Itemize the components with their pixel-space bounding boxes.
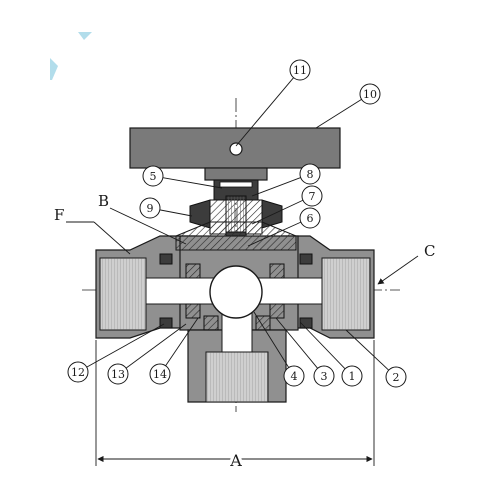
callout-label-3: 3 [321,370,328,383]
callout-leader-7 [251,199,304,225]
callout-circle-12 [67,361,89,383]
callout-circle-9 [139,197,161,219]
callout-leader-8 [251,177,301,197]
callout-circle-2 [385,366,407,388]
callout-label-9: 9 [147,202,154,215]
dimension-a [95,340,375,466]
watermark [50,32,92,80]
bottom-port [205,351,269,403]
handle-pin [229,142,243,156]
callout-circle-4 [283,365,305,387]
callout-leader-3 [275,317,318,369]
callout-leader-14 [165,317,199,366]
left-port [99,257,147,331]
callout-leader-2 [345,329,390,371]
seat-rings [159,253,313,331]
callout-circle-8 [299,163,321,185]
lock-nut [189,199,283,229]
callout-leader-12 [86,323,165,368]
letter-leaders [66,207,419,285]
callout-label-14: 14 [153,368,167,381]
callout-leader-9 [159,209,193,217]
callout-leader-11 [235,77,294,147]
letter-a: A [229,451,242,470]
callout-circle-13 [107,363,129,385]
callout-circle-3 [313,365,335,387]
letter-b: B [98,192,109,210]
callout-circle-5 [142,165,164,187]
callout-circle-1 [341,365,363,387]
letter-f: F [54,206,64,224]
handle [129,127,341,181]
callout-label-7: 7 [309,190,316,203]
callout-leader-6 [247,221,302,247]
callout-leader-1 [299,321,346,370]
callout-leader-5 [162,177,223,189]
callout-label-10: 10 [363,88,377,101]
letter-c: C [424,242,435,260]
right-port [321,257,371,331]
callout-label-8: 8 [307,168,314,181]
callout-label-4: 4 [291,370,298,383]
callout-leader-4 [253,311,290,368]
callout-label-11: 11 [293,64,307,77]
callout-circle-14 [149,363,171,385]
callout-leader-13 [125,323,187,369]
callout-label-5: 5 [150,170,157,183]
callout-label-13: 13 [111,368,125,381]
callout-circle-10 [359,83,381,105]
callout-label-1: 1 [349,370,356,383]
callout-leader-10 [315,98,362,129]
ball [209,265,263,319]
callout-label-12: 12 [71,366,85,379]
callout-label-2: 2 [393,371,400,384]
callout-circle-11 [289,59,311,81]
callout-circle-6 [299,207,321,229]
callout-label-6: 6 [307,212,314,225]
callout-circle-7 [301,185,323,207]
